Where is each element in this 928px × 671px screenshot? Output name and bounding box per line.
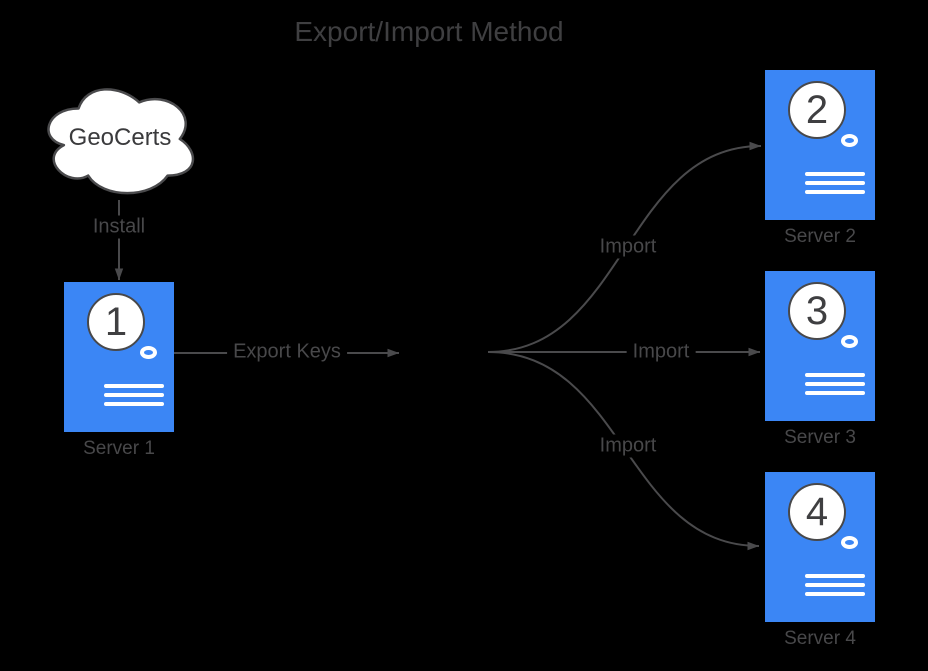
server-4-label: Server 4 <box>784 628 856 649</box>
vent-lines-icon <box>104 384 164 411</box>
server-2-number-badge: 2 <box>788 81 846 139</box>
server-4-number-badge: 4 <box>788 483 846 541</box>
vent-lines-icon <box>805 172 865 199</box>
server-node-1: 1 Server 1 <box>64 282 174 459</box>
server-2-label: Server 2 <box>784 226 856 247</box>
import-top-edge-label: Import <box>593 235 663 259</box>
server-1-number: 1 <box>104 299 128 344</box>
power-ring-icon <box>841 536 858 549</box>
geocerts-cloud-shape <box>47 88 195 195</box>
vent-lines-icon <box>805 373 865 400</box>
server-3-label: Server 3 <box>784 427 856 448</box>
server-1-number-badge: 1 <box>87 293 145 351</box>
server-node-3: 3 Server 3 <box>765 271 875 448</box>
install-edge-label: Install <box>86 215 152 239</box>
server-3-number: 3 <box>805 288 829 333</box>
vent-lines-icon <box>805 574 865 601</box>
server-3-number-badge: 3 <box>788 282 846 340</box>
diagram-title: Export/Import Method <box>294 15 564 47</box>
import-bottom-edge-label: Import <box>593 434 663 458</box>
server-1-label: Server 1 <box>83 438 155 459</box>
export-keys-edge-label: Export Keys <box>227 340 347 364</box>
power-ring-icon <box>841 134 858 147</box>
import-middle-edge-label: Import <box>626 340 696 364</box>
power-ring-icon <box>841 335 858 348</box>
server-4-number: 4 <box>805 489 829 534</box>
geocerts-cloud-label: GeoCerts <box>68 124 172 152</box>
server-node-2: 2 Server 2 <box>765 70 875 247</box>
server-node-4: 4 Server 4 <box>765 472 875 649</box>
server-2-number: 2 <box>805 87 829 132</box>
power-ring-icon <box>140 346 157 359</box>
